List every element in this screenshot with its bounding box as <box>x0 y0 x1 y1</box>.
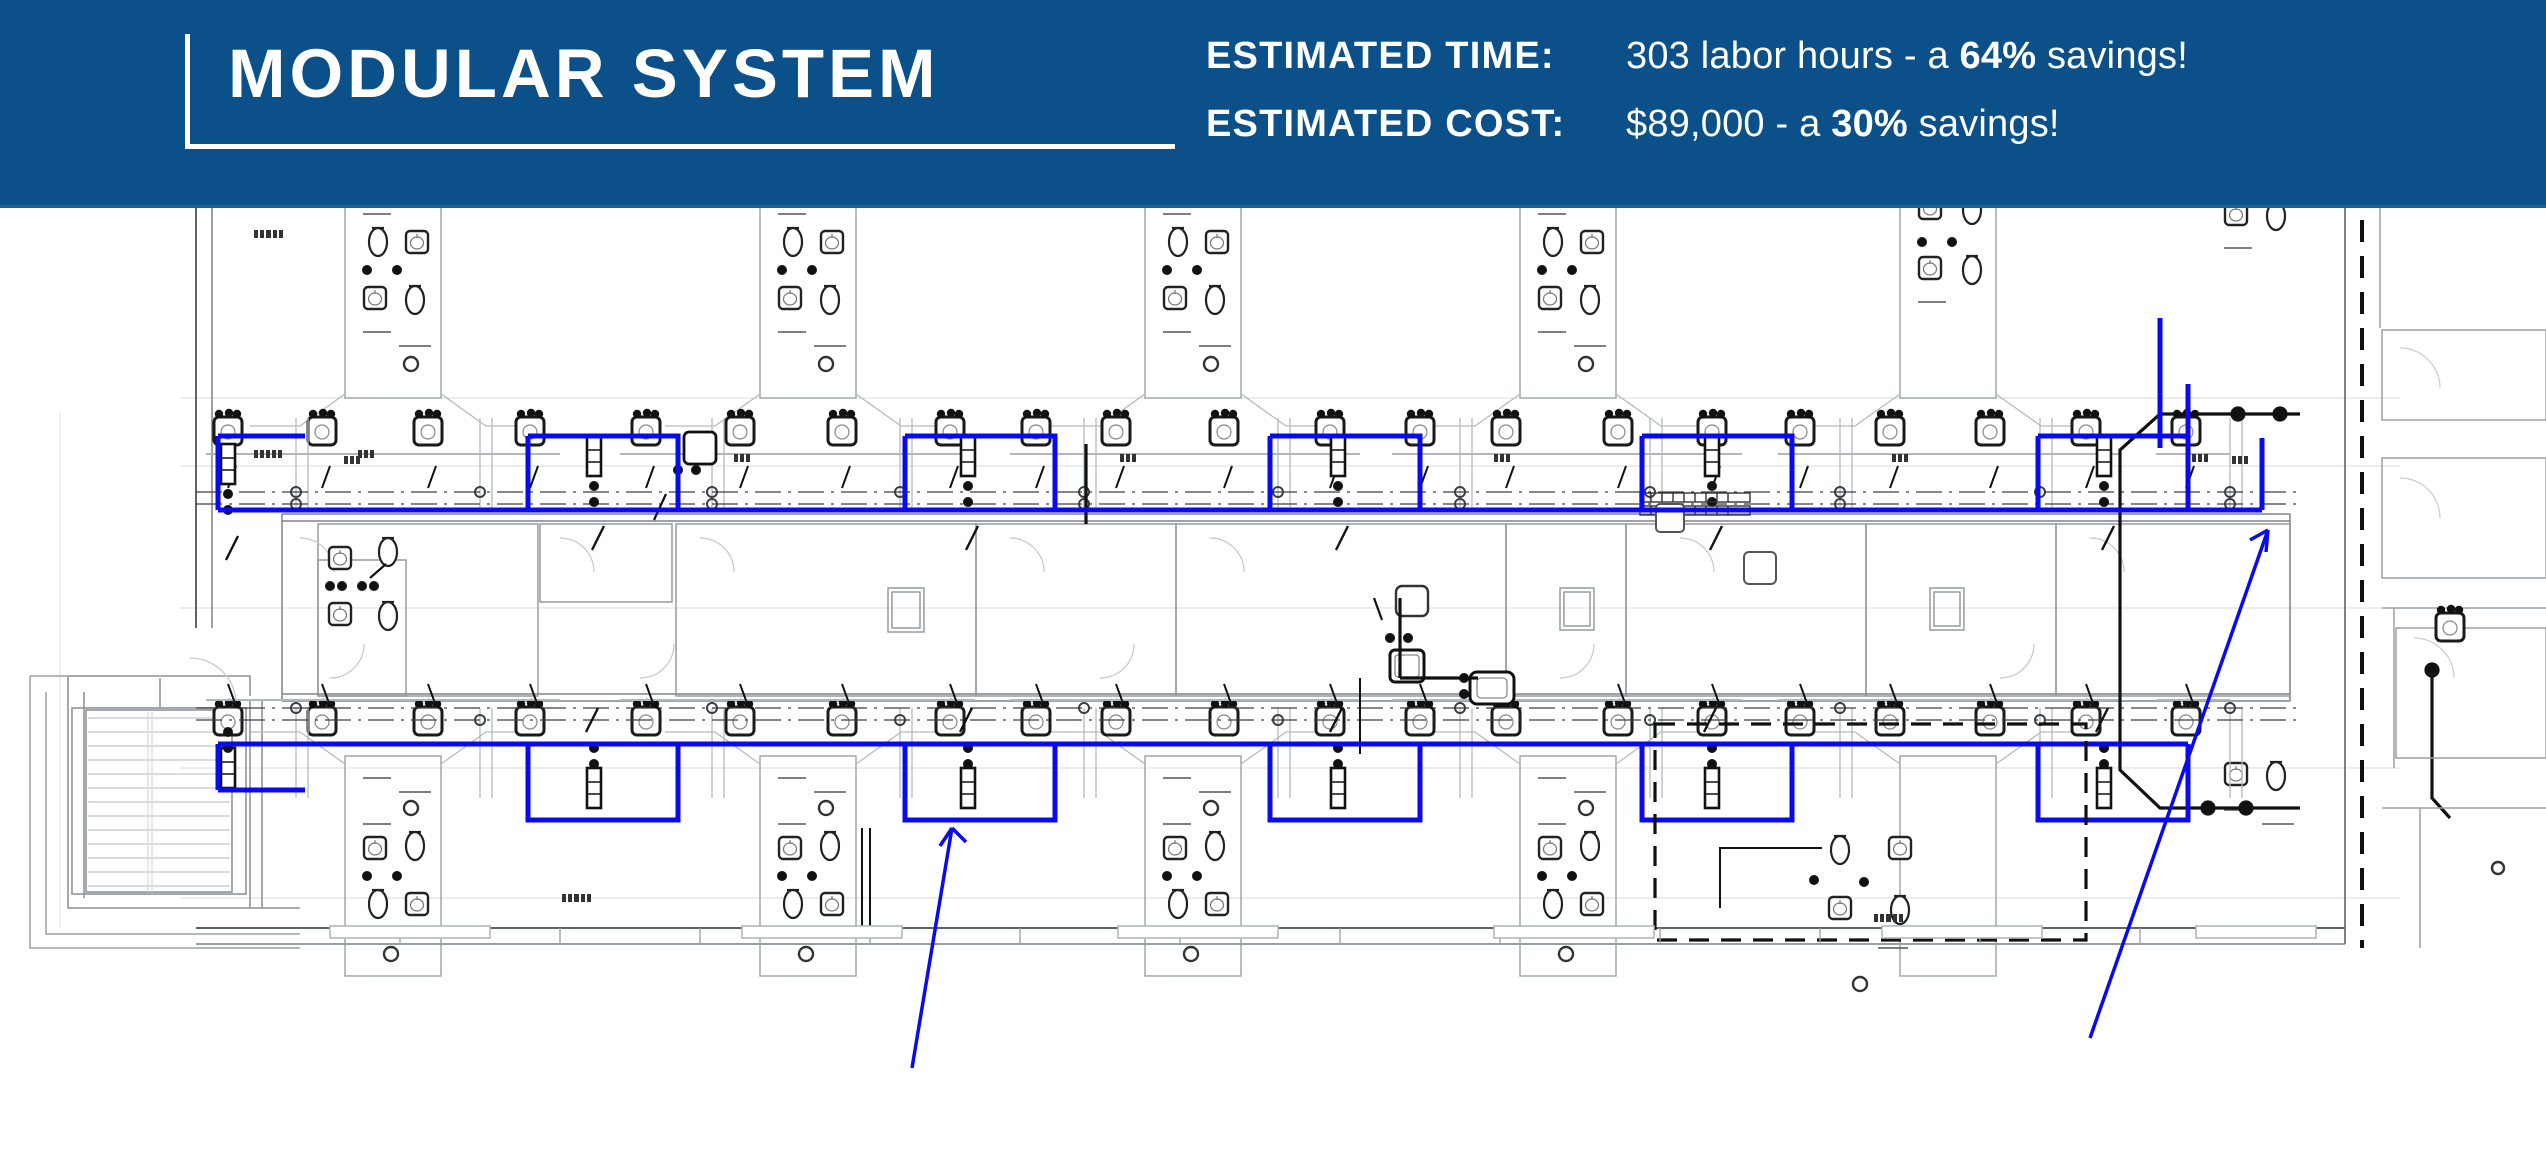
door-swings <box>299 537 2125 679</box>
stair-treads <box>88 712 230 892</box>
stat-cost-highlight: 30% <box>1831 103 1908 145</box>
title-underline <box>185 144 1175 149</box>
header-divider-rule <box>0 205 2546 208</box>
stat-estimated-time: ESTIMATED TIME: 303 labor hours - a 64% s… <box>1206 35 2188 78</box>
modular-pod-highlight-top <box>215 433 2191 513</box>
south-vanities <box>212 697 2202 737</box>
centerline-grid <box>196 491 2300 721</box>
callout-leaders <box>910 528 2270 1069</box>
stair-assembly <box>67 657 300 909</box>
stat-cost-prefix: $89,000 - a <box>1626 103 1832 145</box>
stat-time-highlight: 64% <box>1959 35 2037 77</box>
right-wing-rooms <box>2379 208 2546 948</box>
mech-room-details <box>325 430 1777 706</box>
grid-bubbles <box>290 486 2236 726</box>
background-grid-layer <box>59 397 2400 928</box>
stat-cost-value: $89,000 - a 30% savings! <box>1626 103 2060 146</box>
left-outer-structure <box>29 675 300 949</box>
stat-time-prefix: 303 labor hours - a <box>1626 35 1960 77</box>
stat-time-value: 303 labor hours - a 64% savings! <box>1626 35 2188 78</box>
north-fixtures <box>362 208 2287 373</box>
right-wing-fixtures <box>2434 603 2506 876</box>
secondary-piping-black <box>861 678 1822 932</box>
north-leaders <box>227 465 2195 489</box>
suite-dashed-outline <box>1653 722 2088 942</box>
riser-leader-arrows <box>224 525 2116 733</box>
shell-outline <box>195 208 2346 945</box>
south-leaders <box>227 683 2195 707</box>
modular-pod-highlight-bottom <box>215 741 2191 823</box>
stat-estimated-cost: ESTIMATED COST: $89,000 - a 30% savings! <box>1206 103 2060 146</box>
title-accent-bar <box>185 34 190 146</box>
floor-plan-drawing: A B <box>0 208 2546 1157</box>
north-bath-band <box>250 208 2091 427</box>
north-vanities <box>212 407 2202 447</box>
right-wing-door-swings <box>2399 347 2455 679</box>
blue-right-riser-run <box>2157 318 2265 513</box>
stat-cost-label: ESTIMATED COST: <box>1206 103 1566 145</box>
bottom-apron-blocks <box>329 925 2317 939</box>
south-fixtures <box>362 760 2294 993</box>
stat-time-suffix: savings! <box>2036 35 2188 77</box>
stat-time-label: ESTIMATED TIME: <box>1206 35 1555 77</box>
central-rooms <box>317 523 2291 697</box>
page-title: MODULAR SYSTEM <box>228 35 940 112</box>
header-banner: MODULAR SYSTEM ESTIMATED TIME: 303 labor … <box>0 0 2546 208</box>
stat-cost-suffix: savings! <box>1907 103 2060 145</box>
floor-plan-svg <box>29 208 2546 1069</box>
